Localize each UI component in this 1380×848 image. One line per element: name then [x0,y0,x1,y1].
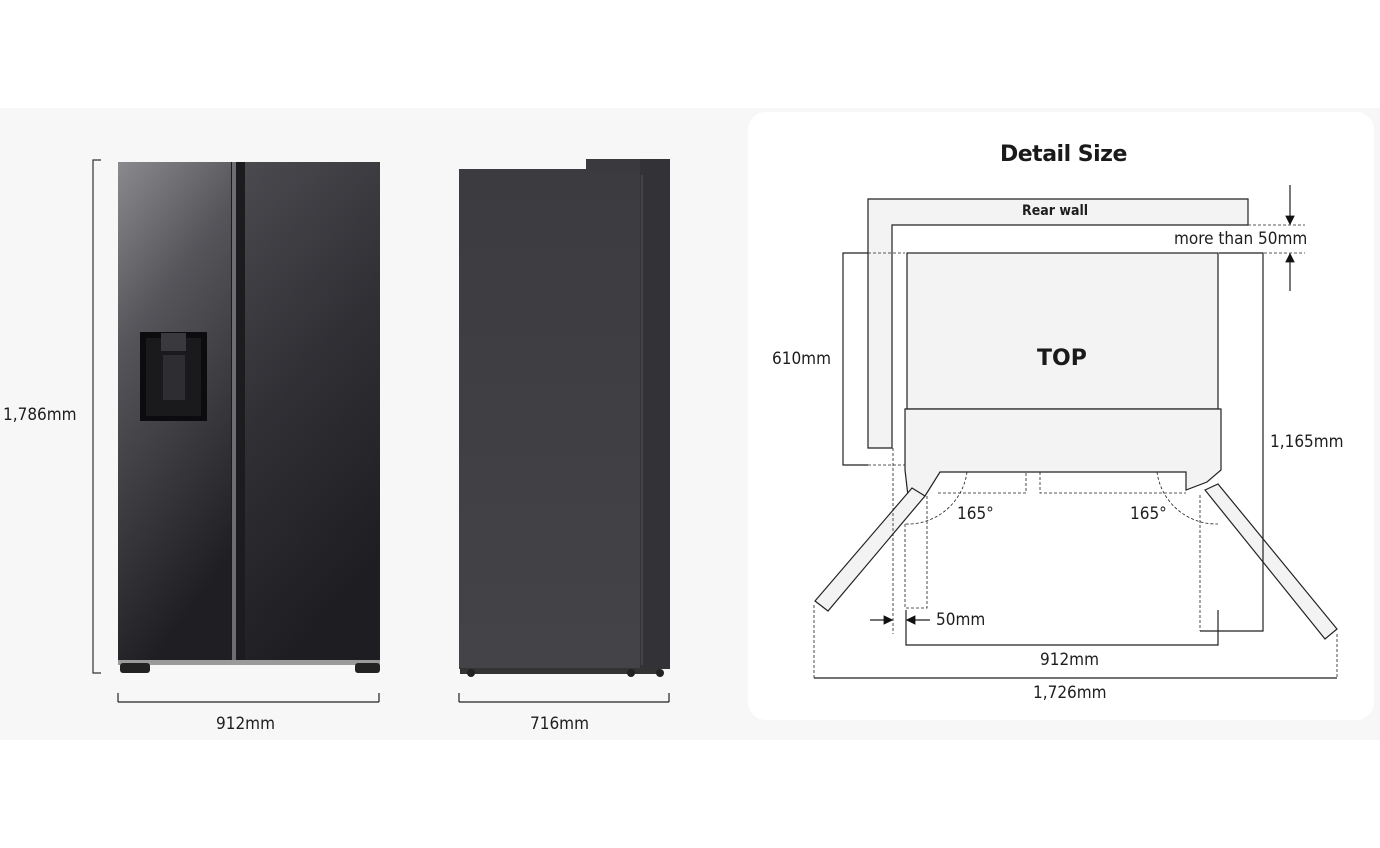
side-view-fridge [459,159,670,677]
detail-title: Detail Size [1000,142,1127,167]
rear-wall-label: Rear wall [1022,203,1089,219]
open-width-label: 1,726mm [1033,683,1107,703]
depth-1165-label: 1,165mm [1270,432,1344,452]
detail-diagram [813,185,1338,679]
side-gap-label: 50mm [936,610,986,630]
left-angle-label: 165° [957,504,994,524]
clearance-label: more than 50mm [1174,229,1308,249]
depth-610-label: 610mm [772,349,831,369]
body-width-label: 912mm [1040,650,1099,670]
front-width-label: 912mm [216,714,275,734]
top-label: TOP [1037,346,1087,371]
front-view-fridge [92,159,380,674]
right-angle-label: 165° [1130,504,1167,524]
side-depth-label: 716mm [530,714,589,734]
front-height-label: 1,786mm [3,405,77,425]
